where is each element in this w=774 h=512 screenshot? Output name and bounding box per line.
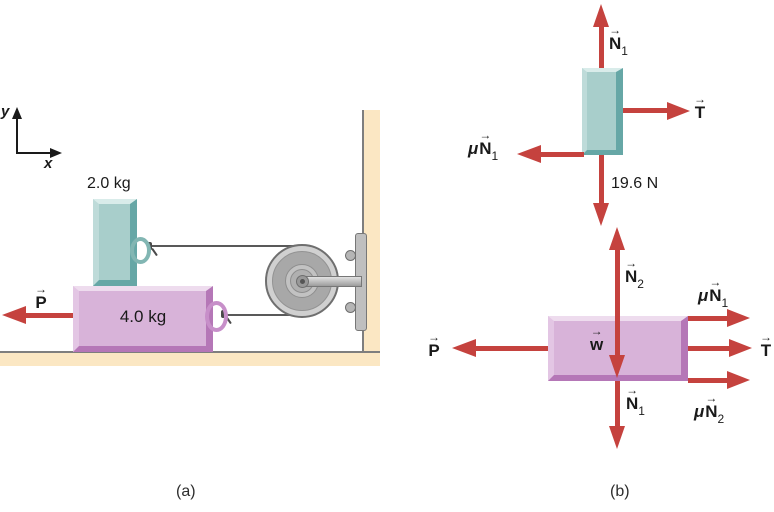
fbd-small-block — [582, 68, 623, 155]
normal-force-2-shaft — [615, 250, 620, 316]
large-block — [73, 286, 213, 352]
small-block — [93, 199, 137, 286]
weight-large-shaft — [615, 316, 620, 356]
normal-reaction-1-arrowhead-icon — [609, 426, 625, 449]
rope-knot-upper-tail — [151, 247, 158, 257]
tension-large-shaft — [688, 346, 730, 351]
rope-upper — [152, 245, 295, 247]
weight-small-arrowhead-icon — [593, 203, 609, 226]
normal-force-1-shaft — [599, 25, 604, 68]
y-axis-label: y — [1, 103, 10, 120]
weight-value-label: 19.6 N — [611, 175, 659, 192]
applied-force-arrowhead-icon — [2, 306, 26, 324]
vector-arrow-glyph: → — [760, 330, 772, 344]
mount-bolt-bottom — [345, 302, 356, 313]
friction-2-shaft — [688, 378, 728, 383]
x-axis-label: x — [44, 155, 53, 172]
weight-large-arrowhead-icon — [609, 355, 625, 378]
friction-1-reaction-arrowhead-icon — [727, 309, 750, 327]
panel-a-caption: (a) — [176, 483, 196, 500]
normal-force-2-arrowhead-icon — [609, 227, 625, 250]
tension-large-arrowhead-icon — [729, 339, 752, 357]
vector-arrow-glyph: → — [625, 256, 638, 270]
normal-force-1-arrowhead-icon — [593, 4, 609, 27]
ring-small-block — [130, 237, 151, 264]
applied-force-label-fbd: →P — [428, 330, 440, 360]
vector-arrow-glyph: → — [709, 275, 722, 289]
vector-arrow-glyph: → — [609, 23, 622, 37]
small-block-mass-label: 2.0 kg — [87, 175, 131, 192]
vector-arrow-glyph: → — [705, 391, 718, 405]
normal-reaction-1-shaft — [615, 381, 620, 427]
y-axis-arrowhead-icon — [12, 107, 22, 119]
x-axis-line — [17, 152, 52, 154]
y-axis-line — [16, 116, 18, 154]
friction-2-arrowhead-icon — [727, 371, 750, 389]
vector-arrow-glyph: → — [428, 330, 440, 344]
weight-small-shaft — [599, 155, 604, 203]
floor — [0, 351, 380, 366]
mount-bolt-top — [345, 250, 356, 261]
rope-lower — [226, 314, 295, 316]
tension-label-small: →T — [694, 92, 706, 122]
ring-large-block — [205, 301, 228, 332]
tension-small-arrowhead-icon — [667, 102, 690, 120]
applied-force-label: →P — [35, 282, 47, 312]
applied-force-fbd-shaft — [474, 346, 548, 351]
large-block-mass-label: 4.0 kg — [119, 307, 167, 326]
friction-1-reaction-shaft — [688, 316, 728, 321]
panel-b-caption: (b) — [610, 483, 630, 500]
x-axis-arrowhead-icon — [50, 148, 62, 158]
applied-force-shaft — [25, 313, 73, 318]
applied-force-fbd-arrowhead-icon — [452, 339, 476, 357]
weight-label: →w — [590, 324, 604, 354]
pulley-hub-dot — [300, 279, 305, 284]
vector-arrow-glyph: → — [590, 324, 603, 338]
vector-arrow-glyph: → — [479, 128, 492, 142]
pulley-axle — [303, 276, 362, 287]
friction-1-arrowhead-icon — [517, 145, 541, 163]
tension-label-large: →T — [760, 330, 772, 360]
vector-arrow-glyph: → — [35, 282, 47, 296]
tension-small-shaft — [623, 108, 667, 113]
vector-arrow-glyph: → — [694, 92, 706, 106]
friction-1-shaft — [540, 152, 584, 157]
vector-arrow-glyph: → — [626, 383, 639, 397]
